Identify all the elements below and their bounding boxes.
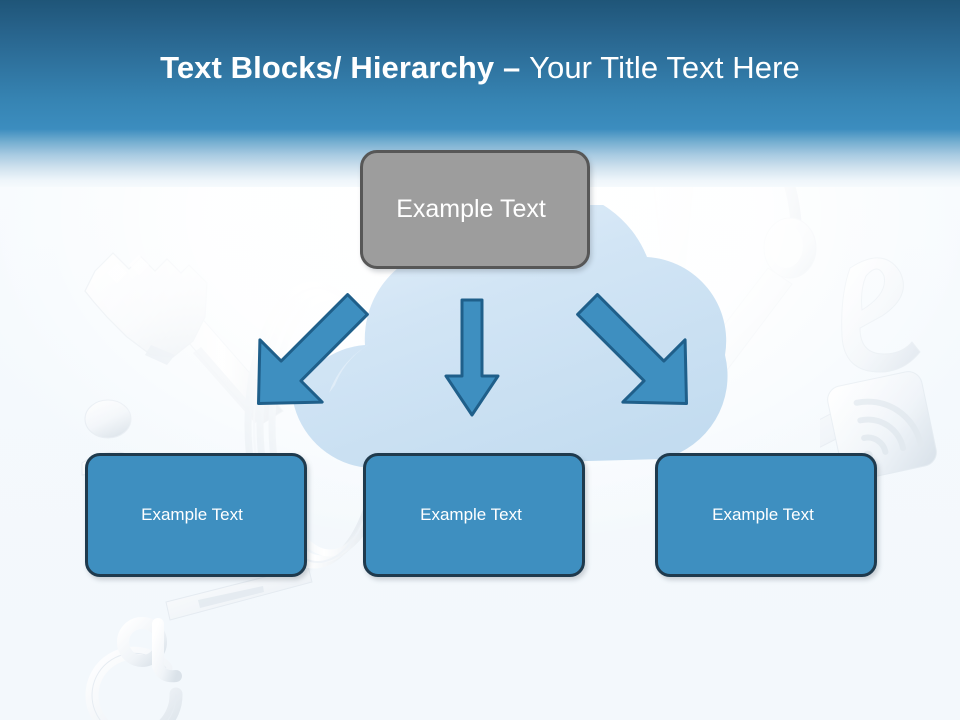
- cloud-shape: [215, 189, 775, 605]
- root-node[interactable]: Example Text: [360, 150, 590, 269]
- arrow-down-right: [565, 282, 710, 427]
- child-node-3[interactable]: Example Text: [655, 453, 877, 577]
- child-node-2-label: Example Text: [420, 505, 522, 524]
- child-node-3-label: Example Text: [712, 505, 814, 524]
- header-band: [0, 0, 960, 129]
- title-bold-part: Text Blocks/ Hierarchy: [160, 50, 495, 85]
- arrow-down-left: [236, 282, 381, 427]
- page-title: Text Blocks/ Hierarchy – Your Title Text…: [0, 50, 960, 86]
- root-node-label: Example Text: [396, 195, 546, 223]
- child-node-2[interactable]: Example Text: [363, 453, 585, 577]
- child-node-1[interactable]: Example Text: [85, 453, 307, 577]
- arrow-down: [443, 298, 501, 418]
- child-node-1-label: Example Text: [141, 505, 243, 524]
- title-dash: –: [494, 50, 530, 85]
- title-light-part: Your Title Text Here: [529, 50, 800, 85]
